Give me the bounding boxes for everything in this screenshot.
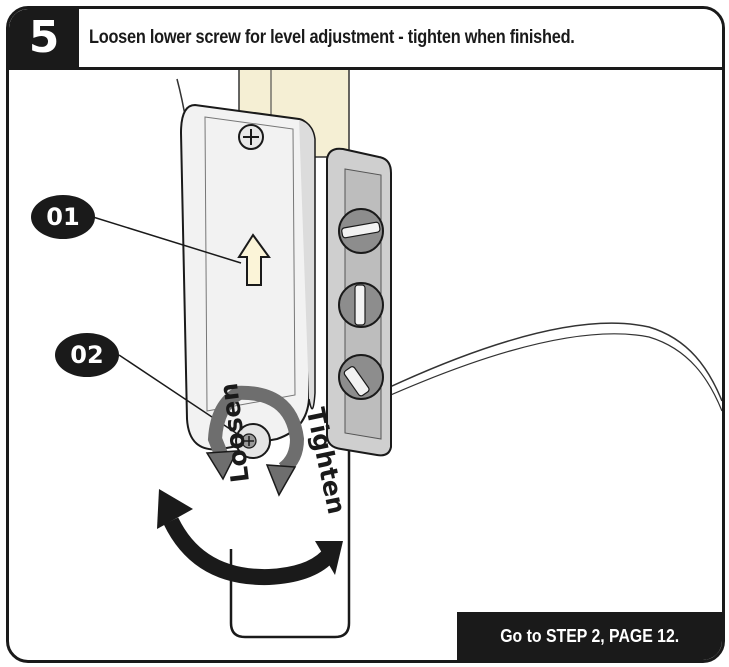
next-step-text: Go to STEP 2, PAGE 12. [500,626,679,646]
step-number: 5 [9,9,79,67]
cable-line [376,333,722,412]
plate-side [298,118,316,410]
up-arrow-icon [237,233,271,286]
slot-hole [338,208,384,254]
lower-pipe [229,439,351,639]
curved-double-arrow-icon [157,489,343,586]
plate-bevel [204,116,296,412]
next-step-note: Go to STEP 2, PAGE 12. [457,612,722,660]
callout-02: 02 [55,333,119,377]
slot-hole [338,282,384,328]
adjustment-screw [235,423,271,459]
phillips-screw-icon [238,124,264,150]
step-header: 5 Loosen lower screw for level adjustmen… [9,9,722,70]
leader-line-01 [92,216,242,264]
step-card: 5 Loosen lower screw for level adjustmen… [6,6,725,663]
cable-line [376,322,722,402]
rotate-clockwise-icon [232,385,305,497]
side-bracket [326,147,392,457]
callout-01: 01 [31,195,95,239]
slot-hole [338,354,384,400]
step-instruction: Loosen lower screw for level adjustment … [89,27,575,48]
bracket-illustration [92,66,722,639]
